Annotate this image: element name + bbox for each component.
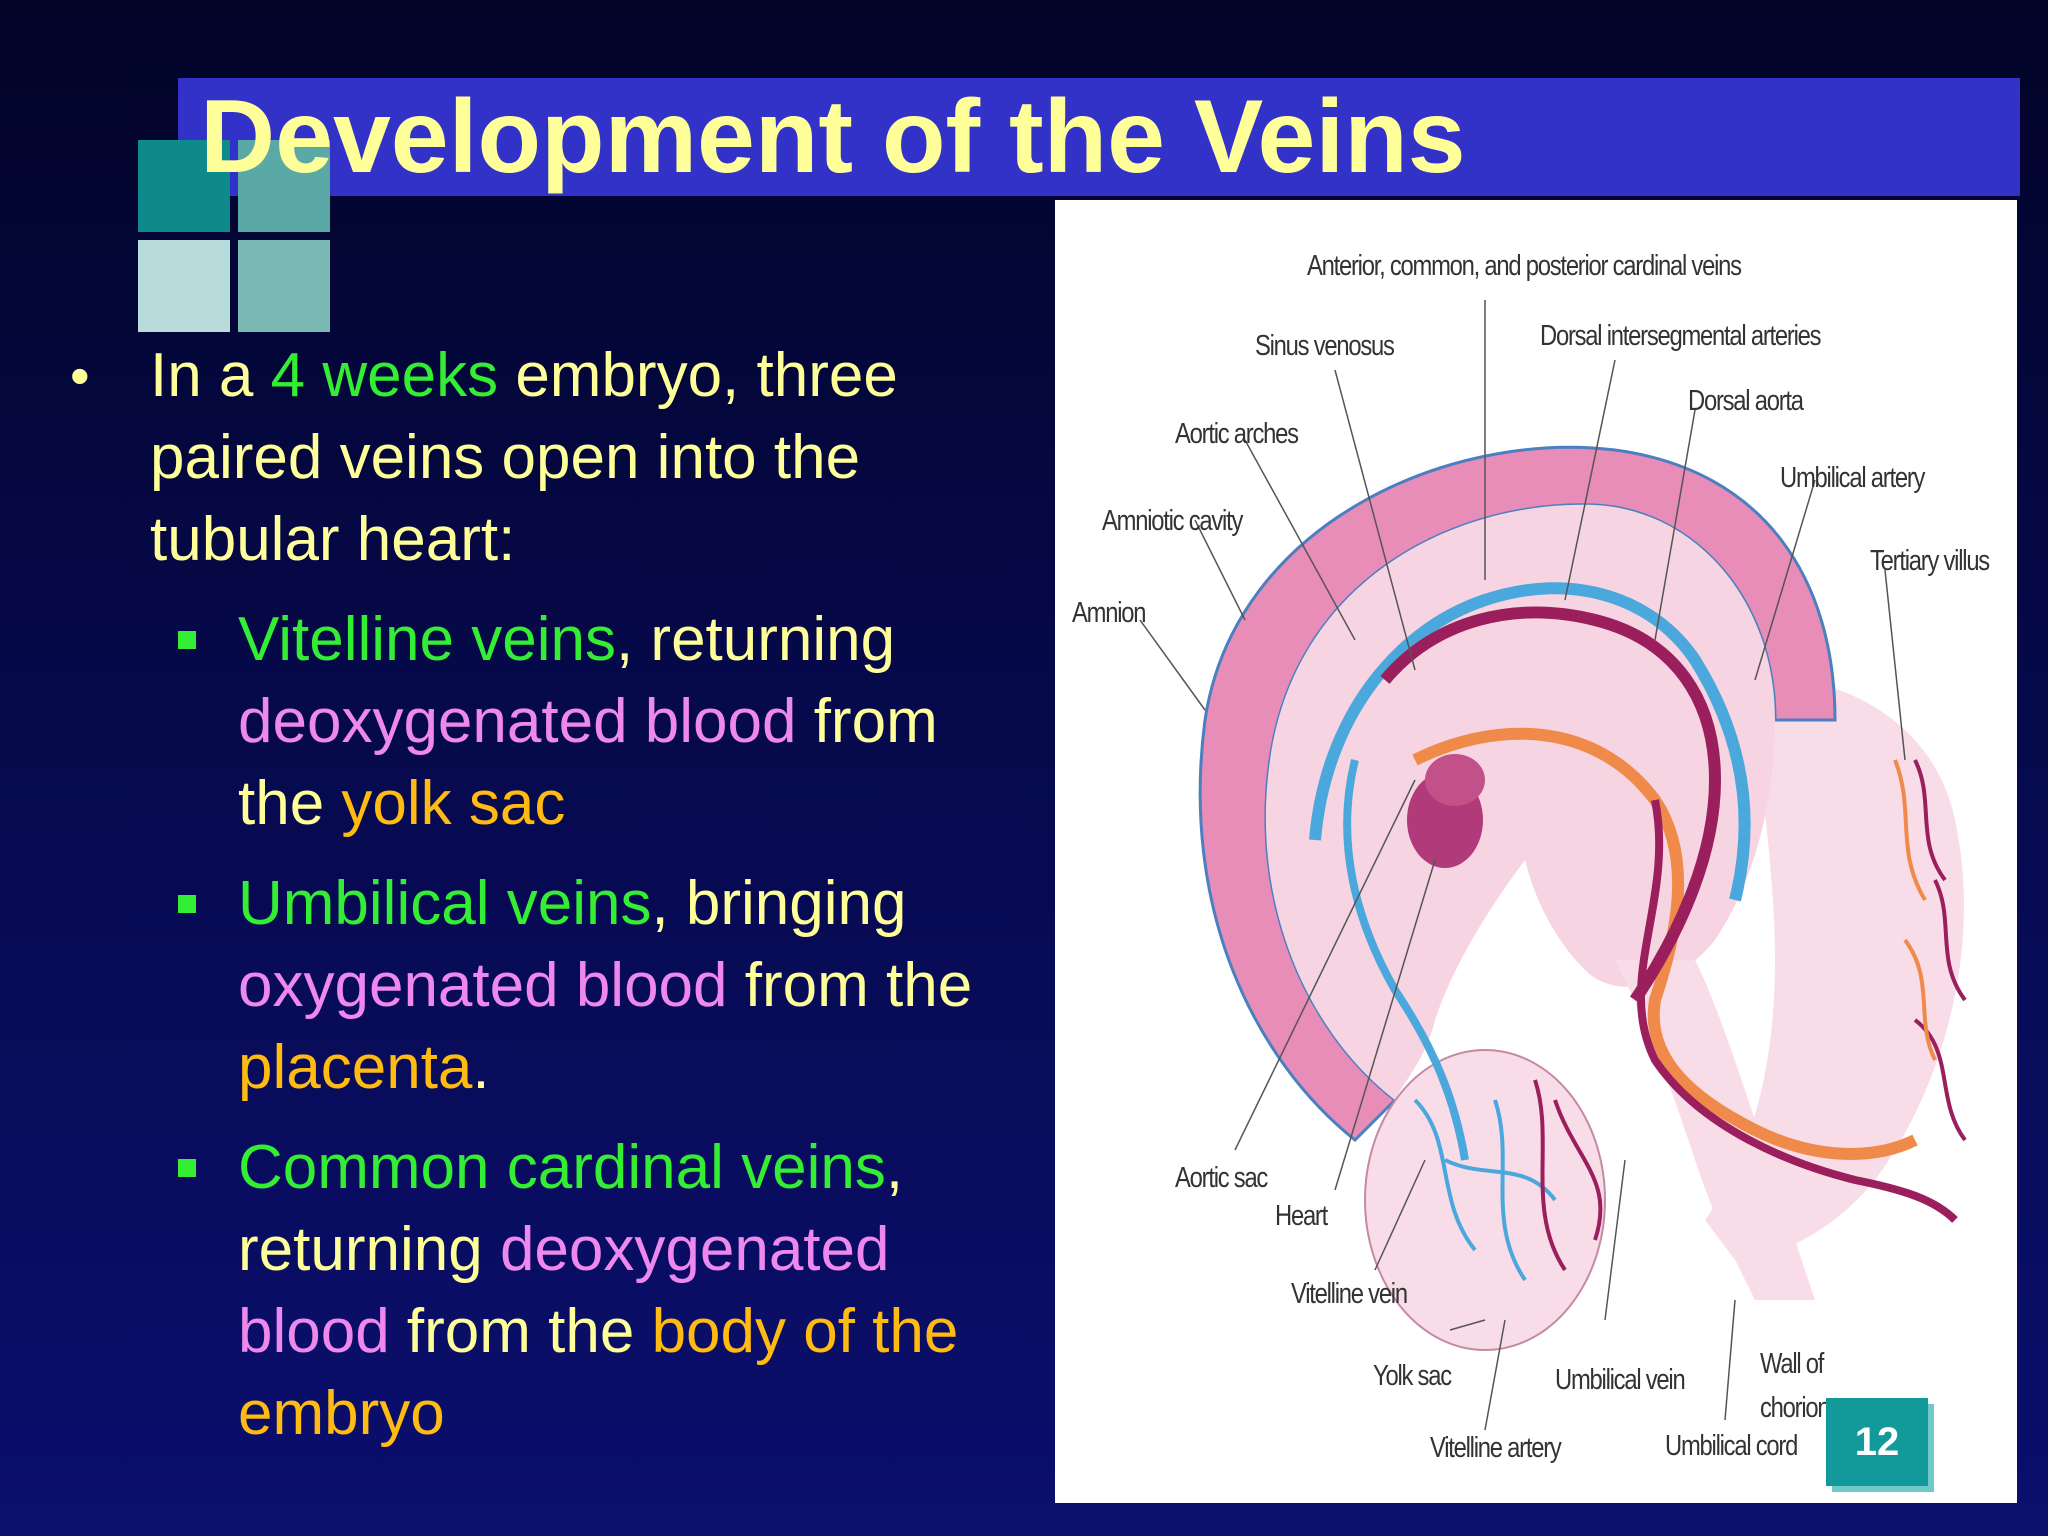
page-number-badge: 12 (1826, 1398, 1928, 1486)
label-umbilical-cord: Umbilical cord (1665, 1430, 1798, 1462)
label-intersegmental-arteries: Dorsal intersegmental arteries (1540, 320, 1822, 352)
dorsal-aorta-path (1380, 606, 1722, 1004)
deco-square-3 (138, 240, 230, 332)
label-tertiary-villus: Tertiary villus (1870, 545, 1990, 577)
bullet-intro: • In a 4 weeks embryo, three paired vein… (60, 335, 1060, 581)
umbilical-t5: . (472, 1033, 490, 1102)
sub-bullet-umbilical: Umbilical veins, bringing oxygenated blo… (178, 863, 1060, 1109)
label-vitelline-vein: Vitelline vein (1291, 1278, 1408, 1310)
cardinal-t1: , (885, 1133, 904, 1202)
umbilical-t3: from the (727, 951, 973, 1020)
label-heart: Heart (1275, 1200, 1328, 1232)
cardinal-name: Common cardinal veins (238, 1133, 886, 1202)
label-dorsal-aorta: Dorsal aorta (1688, 385, 1804, 417)
bullet-dot-icon: • (70, 344, 90, 407)
deco-square-1 (138, 140, 230, 232)
yolk-sac (1364, 1049, 1606, 1351)
label-aortic-sac: Aortic sac (1175, 1162, 1268, 1194)
label-amnion: Amnion (1072, 597, 1146, 629)
bullet-list: • In a 4 weeks embryo, three paired vein… (60, 335, 1060, 1455)
square-bullet-icon (178, 1159, 196, 1177)
aortic-sac-shape (1425, 754, 1485, 806)
deco-square-2 (238, 140, 330, 232)
embryo-diagram: Anterior, common, and posterior cardinal… (1055, 200, 2017, 1503)
umbilical-t4: placenta (238, 1033, 473, 1102)
label-cardinal-veins: Anterior, common, and posterior cardinal… (1307, 250, 1742, 282)
intro-text-3: embryo, three (498, 341, 898, 410)
sub-bullet-vitelline: Vitelline veins, returning deoxygenated … (178, 599, 1060, 845)
square-bullet-icon (178, 895, 196, 913)
label-aortic-arches: Aortic arches (1175, 418, 1299, 450)
cardinal-t2: returning (238, 1215, 500, 1284)
umbilical-artery-path (1636, 799, 1958, 1223)
vitelline-name: Vitelline veins (238, 605, 616, 674)
cardinal-vein (1309, 582, 1751, 902)
chorion-tissue (1705, 678, 1964, 1260)
villi-vessels-orange (1893, 759, 1937, 1061)
intro-line-3: tubular heart: (150, 505, 516, 574)
label-umbilical-vein: Umbilical vein (1555, 1364, 1686, 1396)
label-sinus-venosus: Sinus venosus (1255, 330, 1395, 362)
leader-lines (1139, 300, 1906, 1431)
umbilical-t2: oxygenated blood (238, 951, 728, 1020)
umbilical-vein-path (1412, 727, 1918, 1160)
vitelline-vein-path (1343, 759, 1469, 1161)
umbilical-t1: , bringing (651, 869, 907, 938)
label-amniotic-cavity: Amniotic cavity (1102, 505, 1243, 537)
umbilical-name: Umbilical veins (238, 869, 652, 938)
cardinal-t7: embryo (238, 1379, 445, 1448)
label-yolk-sac: Yolk sac (1373, 1360, 1452, 1392)
vitelline-t5: yolk sac (341, 769, 566, 838)
embryo-illustration (1139, 300, 1967, 1431)
label-wall-of: Wall of (1760, 1348, 1824, 1380)
deco-square-4 (238, 240, 330, 332)
cardinal-t4: blood (238, 1297, 390, 1366)
label-umbilical-artery: Umbilical artery (1780, 462, 1925, 494)
slide-title: Development of the Veins (200, 79, 1466, 195)
cardinal-t3: deoxygenated (499, 1215, 890, 1284)
yolk-sac-vessels-purple (1533, 1079, 1603, 1272)
vitelline-t2: deoxygenated blood (238, 687, 797, 756)
label-chorion: chorion (1760, 1392, 1831, 1424)
vitelline-t1: , returning (615, 605, 896, 674)
intro-line-2: paired veins open into the (150, 423, 861, 492)
intro-text-1: In a (150, 341, 271, 410)
sub-bullet-cardinal: Common cardinal veins, returning deoxyge… (178, 1127, 1060, 1455)
vitelline-t4: the (238, 769, 342, 838)
vitelline-t3: from (796, 687, 938, 756)
title-bar (178, 78, 2020, 196)
cardinal-t5: from the (389, 1297, 652, 1366)
label-vitelline-artery: Vitelline artery (1430, 1432, 1562, 1464)
square-bullet-icon (178, 631, 196, 649)
intro-highlight: 4 weeks (270, 341, 499, 410)
cardinal-t6: body of the (651, 1297, 959, 1366)
